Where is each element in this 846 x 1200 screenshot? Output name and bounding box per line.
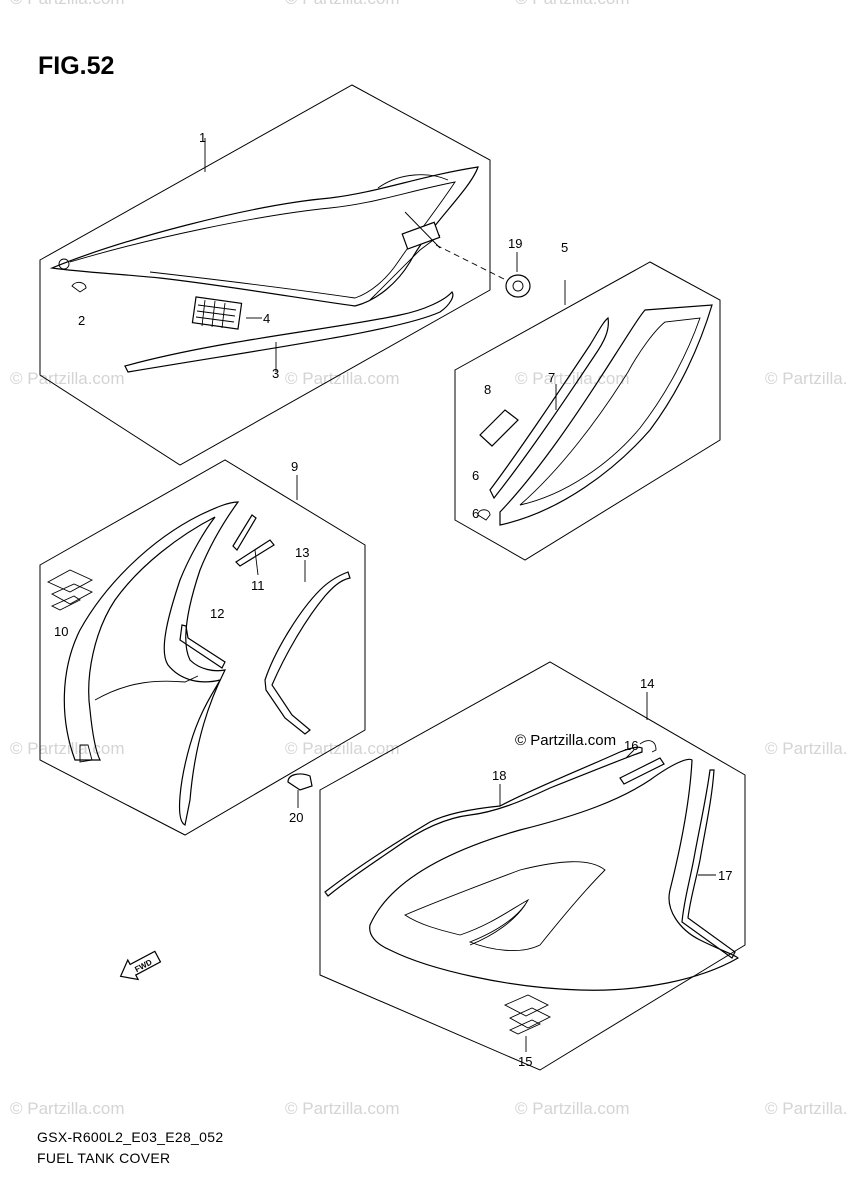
part-2-clip [71,281,87,293]
callout-5: 5 [561,240,568,255]
watermark: © Partzilla.com [515,369,630,388]
callout-17: 17 [718,868,732,883]
watermark: © Partzilla.com [285,1099,400,1118]
callout-2: 2 [78,313,85,328]
part-9-side-cover [63,501,240,826]
part-14-side-cover [369,758,739,991]
part-16-strip [619,740,665,785]
watermark: © Partzilla.com [10,0,125,8]
part-10-emblem [46,569,94,611]
part-11-strip [232,514,275,567]
watermark: © Partzilla.com [285,0,400,8]
callout-4: 4 [263,311,270,326]
part-4-emblem-pad [191,296,243,330]
part-20-clip [287,773,313,791]
part-19-grommet [505,274,531,298]
part-6-clip [477,509,491,521]
watermark-layer: © Partzilla.com © Partzilla.com © Partzi… [10,0,846,1118]
watermark: © Partzilla.com [10,739,125,758]
watermark: © Partzilla.com [515,0,630,8]
model-code: GSX-R600L2_E03_E28_052 [37,1129,224,1145]
part-5-side-panel [499,304,713,526]
group-1-box [39,84,491,466]
callout-8: 8 [484,382,491,397]
callout-16: 16 [624,738,638,753]
watermark: © Partzilla.com [765,1099,846,1118]
part-17-trim [681,769,736,959]
callout-12: 12 [210,606,224,621]
group-14-box [319,661,746,1071]
watermark: © Partzilla.com [765,739,846,758]
watermark: © Partzilla.com [285,739,400,758]
watermark: © Partzilla.com [10,369,125,388]
copyright-notice: © Partzilla.com [515,732,617,749]
part-15-emblem [503,994,552,1035]
figure-caption: FUEL TANK COVER [37,1150,171,1166]
group-9-box [39,459,366,836]
callout-11: 11 [251,578,265,593]
callout-1: 1 [199,130,206,145]
part-18-trim [324,746,643,897]
callout-19: 19 [508,236,522,251]
callout-14: 14 [640,676,654,691]
watermark: © Partzilla.com [765,369,846,388]
part-8-label [479,409,519,447]
callout-10: 10 [54,624,68,639]
callout-18: 18 [492,768,506,783]
callout-7: 7 [548,370,555,385]
group-5-box [454,261,721,561]
callout-15: 15 [518,1054,532,1069]
part-13-trim [264,571,351,735]
watermark: © Partzilla.com [285,369,400,388]
callout-9: 9 [291,459,298,474]
callout-3: 3 [272,366,279,381]
watermark: © Partzilla.com [515,1099,630,1118]
part-3-strip [124,291,454,373]
forward-arrow-icon: FWD [119,950,162,981]
callout-13: 13 [295,545,309,560]
callout-20: 20 [289,810,303,825]
callout-6: 6 [472,468,479,483]
figure-title: FIG.52 [38,52,115,80]
callout-6b: 6 [472,506,479,521]
watermark: © Partzilla.com [10,1099,125,1118]
part-12-strip [179,624,226,669]
part-7-strip [489,316,609,500]
part-1-tank-cover-frame [49,166,479,307]
